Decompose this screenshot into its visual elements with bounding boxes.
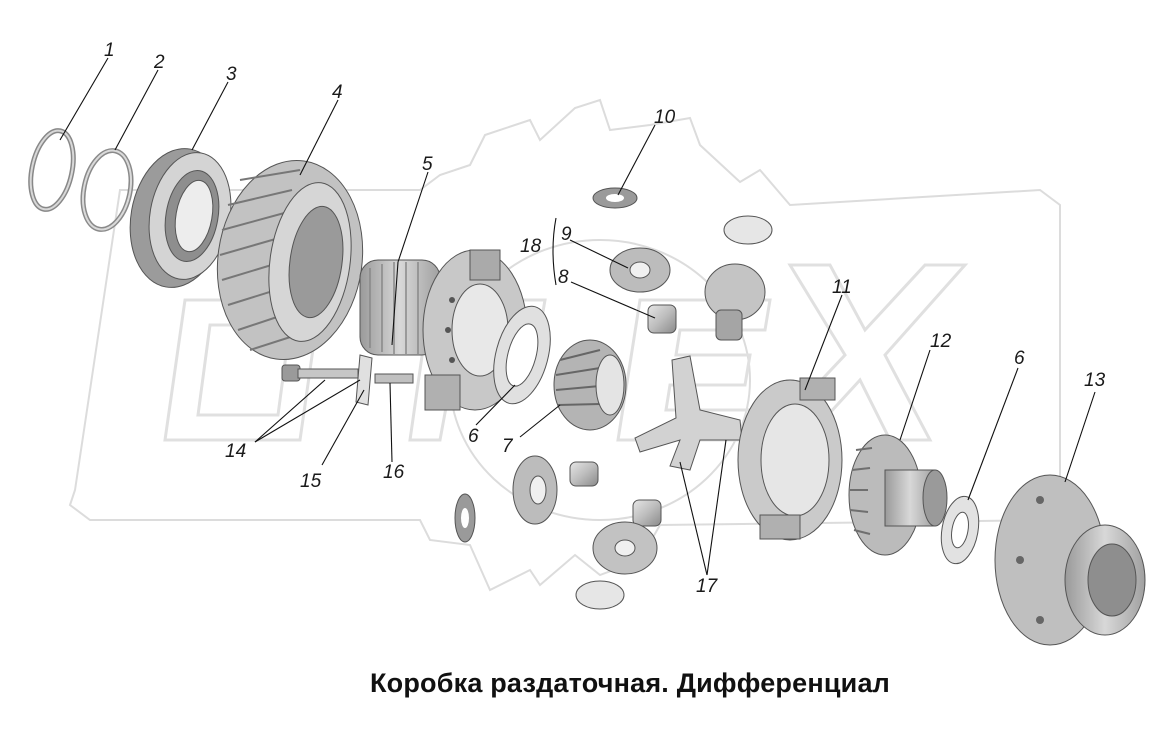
callout-7: 7 <box>502 436 514 457</box>
callout-9: 9 <box>561 224 572 245</box>
callout-6-right: 6 <box>1014 348 1025 369</box>
callout-6-left: 6 <box>468 426 479 447</box>
part-washer-top <box>592 187 638 209</box>
part-side-gear <box>553 339 627 431</box>
part-satellite-gear-bottom <box>592 521 658 575</box>
callout-labels: 1 2 3 4 5 6 6 7 8 9 10 11 12 13 14 15 16… <box>104 40 1106 597</box>
part-flange <box>994 474 1146 646</box>
part-satellite-gear-upper <box>609 247 671 293</box>
part-lock-plate <box>355 354 373 406</box>
callout-15: 15 <box>300 471 322 492</box>
callout-1: 1 <box>104 40 115 61</box>
part-differential-cross <box>634 355 743 471</box>
part-driven-gear <box>216 159 364 361</box>
part-washer-right <box>723 215 773 245</box>
callout-5: 5 <box>422 154 433 175</box>
callout-2: 2 <box>153 52 165 73</box>
callout-17: 17 <box>696 576 719 597</box>
part-washer-bottom <box>575 580 625 610</box>
callout-12: 12 <box>930 331 952 352</box>
part-case-cover <box>737 377 843 541</box>
part-bushing-lower <box>569 461 599 487</box>
callout-13: 13 <box>1084 370 1106 391</box>
part-ring <box>80 148 134 232</box>
callout-3: 3 <box>226 64 237 85</box>
diagram-caption: Коробка раздаточная. Дифференциал <box>369 668 891 698</box>
part-washer-left <box>454 493 476 543</box>
part-stud <box>374 373 414 384</box>
callout-10: 10 <box>654 107 676 128</box>
callout-14: 14 <box>225 441 246 462</box>
part-drive-gear-shaft <box>848 434 948 556</box>
part-retaining-ring <box>28 128 76 212</box>
part-satellite-gear-right <box>704 263 766 341</box>
callout-4: 4 <box>332 82 343 103</box>
part-bolt <box>281 364 359 382</box>
part-thrust-washer-left <box>493 305 551 405</box>
leader-lines <box>59 57 1096 576</box>
part-bushing-upper <box>647 304 677 334</box>
part-bushing-bottom <box>632 499 662 527</box>
part-satellite-gear-left <box>512 455 558 525</box>
part-bearing <box>129 148 232 288</box>
callout-18: 18 <box>520 236 542 257</box>
callout-11: 11 <box>832 277 852 298</box>
callout-8: 8 <box>558 267 569 288</box>
callout-16: 16 <box>383 462 405 483</box>
part-thrust-washer-right <box>940 495 980 565</box>
